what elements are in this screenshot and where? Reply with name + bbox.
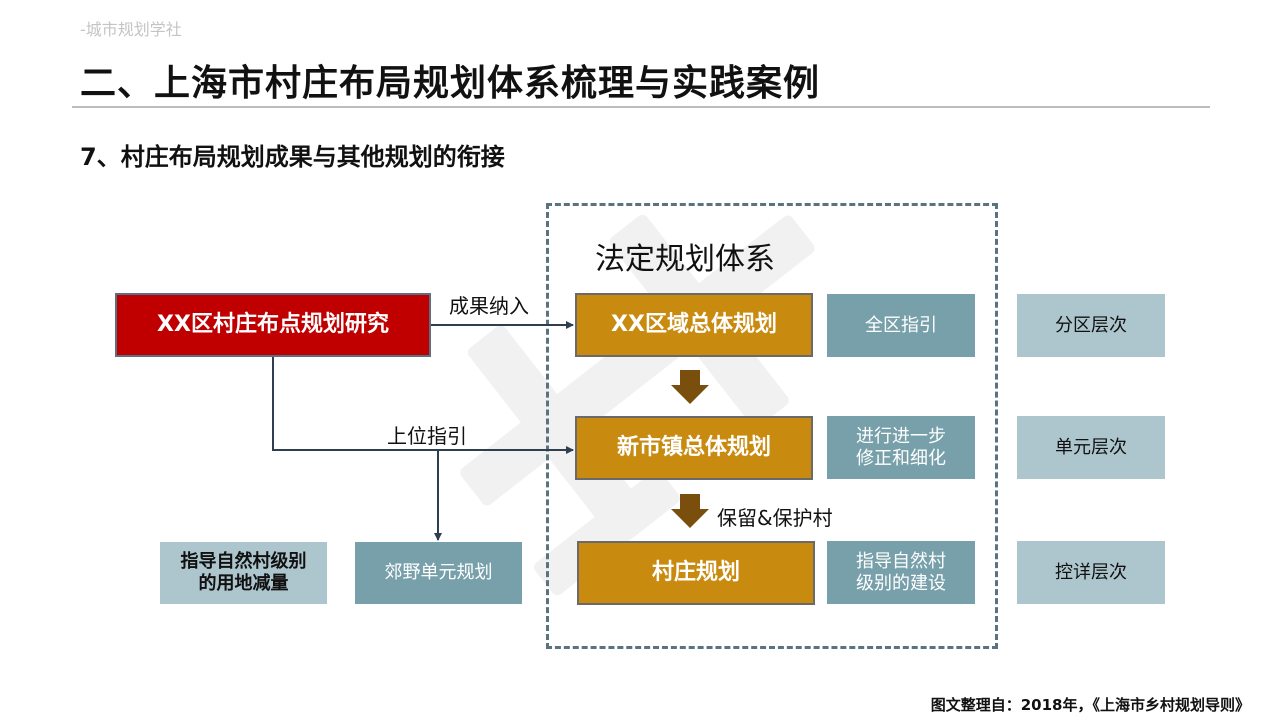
edge-label-preserve: 保留&保护村 (717, 506, 833, 530)
watermark-text: -城市规划学社 (80, 20, 182, 39)
legal-system-title: 法定规划体系 (595, 242, 775, 277)
edge-label-upper-guidance: 上位指引 (387, 424, 467, 448)
edge-label-incorporate: 成果纳入 (449, 294, 529, 318)
level-detailed-control: 控详层次 (1017, 541, 1165, 604)
note-town-refine: 进行进一步修正和细化 (827, 416, 975, 479)
page-title: 二、上海市村庄布局规划体系梳理与实践案例 (80, 63, 821, 104)
note-village-build: 指导自然村级别的建设 (827, 541, 975, 604)
note-district-guidance: 全区指引 (827, 294, 975, 357)
node-land-reduction: 指导自然村级别的用地减量 (160, 542, 327, 604)
section-title: 7、村庄布局规划成果与其他规划的衔接 (80, 143, 505, 171)
node-suburban-unit-plan: 郊野单元规划 (355, 542, 522, 604)
level-district: 分区层次 (1017, 294, 1165, 357)
level-unit: 单元层次 (1017, 416, 1165, 479)
node-district-master-plan: XX区域总体规划 (575, 293, 813, 357)
node-new-town-master-plan: 新市镇总体规划 (575, 416, 813, 480)
node-village-layout-research: XX区村庄布点规划研究 (115, 293, 431, 357)
node-village-plan: 村庄规划 (577, 541, 815, 605)
title-divider (72, 106, 1210, 108)
source-citation: 图文整理自：2018年，《上海市乡村规划导则》 (930, 696, 1250, 714)
